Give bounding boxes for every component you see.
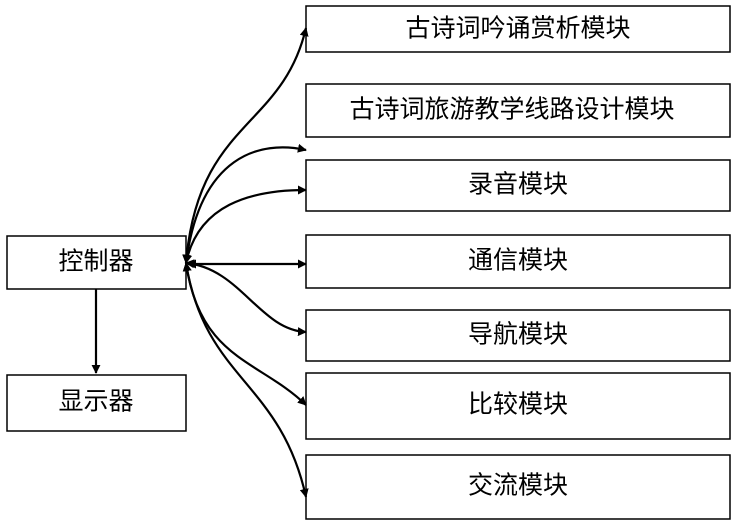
module-exchange: 交流模块 bbox=[306, 455, 730, 519]
controller-label: 控制器 bbox=[58, 247, 133, 276]
module-label-appreciation: 古诗词吟诵赏析模块 bbox=[405, 14, 630, 43]
connector-travel bbox=[186, 147, 306, 263]
display-label: 显示器 bbox=[58, 387, 133, 416]
module-travel: 古诗词旅游教学线路设计模块 bbox=[306, 84, 730, 137]
module-navigation: 导航模块 bbox=[306, 310, 730, 361]
controller-node: 控制器 bbox=[7, 236, 186, 289]
module-label-travel: 古诗词旅游教学线路设计模块 bbox=[349, 95, 674, 124]
module-recording: 录音模块 bbox=[306, 160, 730, 211]
module-label-navigation: 导航模块 bbox=[468, 320, 568, 349]
module-label-recording: 录音模块 bbox=[468, 170, 568, 199]
module-label-communication: 通信模块 bbox=[468, 246, 568, 275]
module-comparison: 比较模块 bbox=[306, 373, 730, 439]
module-label-exchange: 交流模块 bbox=[468, 471, 568, 500]
module-communication: 通信模块 bbox=[306, 235, 730, 288]
connector-exchange bbox=[186, 263, 306, 497]
connector-appreciation bbox=[186, 28, 306, 263]
display-node: 显示器 bbox=[7, 375, 186, 431]
module-label-comparison: 比较模块 bbox=[468, 390, 568, 419]
module-appreciation: 古诗词吟诵赏析模块 bbox=[306, 6, 730, 52]
